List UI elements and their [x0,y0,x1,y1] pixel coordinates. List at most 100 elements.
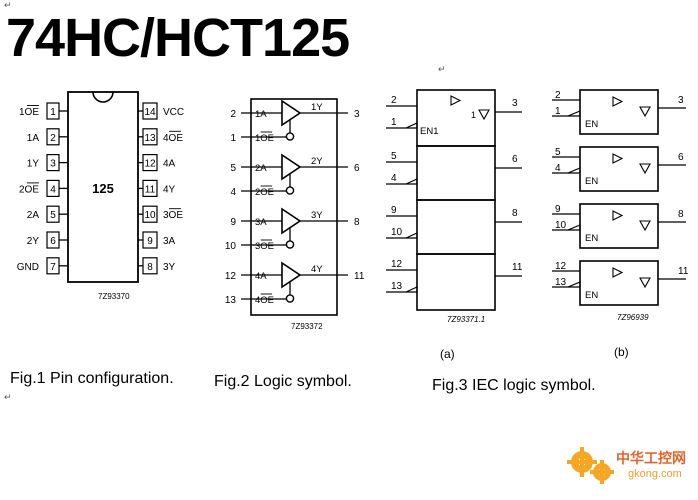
active-low-indicator-icon [567,110,581,117]
iec-b-en-label: EN [585,176,598,187]
gate-oe-pin-number: 10 [225,241,237,252]
iec-b-en-label: EN [585,233,598,244]
gate-oe-label: 3OE [255,241,274,252]
gate-a-pin-number: 9 [230,217,236,228]
active-low-indicator-icon [405,178,418,185]
gate-oe-label: 2OE [255,187,274,198]
iec-b-enable-pin: 10 [555,220,567,231]
buffer-triangle-icon [281,207,302,235]
fig3b-label: (b) [614,345,629,359]
iec-a-out-label: 1 [471,110,476,120]
dip-pin-name-right: 3A [163,236,176,247]
tristate-output-icon [639,163,651,175]
dip-pin-name-left: 2Y [27,236,40,247]
return-mark-bottom: ↵ [4,392,12,402]
iec-a-section [416,145,496,201]
gate-oe-label: 4OE [255,295,274,306]
gate-oe-pin-number: 13 [225,295,237,306]
dip-pin-number-left: 4 [50,184,56,195]
fig1-code: 7Z93370 [98,292,130,301]
dip-pin-name-left: 2A [27,210,40,221]
iec-b-enable-pin: 13 [555,277,567,288]
gate-a-pin-number: 5 [230,163,236,174]
gate-a-pin-number: 2 [230,109,236,120]
buffer-triangle-icon [281,99,302,127]
inversion-bubble-icon [285,186,295,195]
iec-b-input-pin: 9 [555,204,561,215]
iec-b-en-label: EN [585,119,598,130]
dip-pin-number-right: 13 [144,133,156,144]
active-low-indicator-icon [567,281,581,288]
dip-pin-number-left: 2 [50,133,56,144]
fig3-caption: Fig.3 IEC logic symbol. [432,377,596,394]
iec-a-input-pin: 9 [391,205,397,216]
iec-a-output-pin: 8 [512,208,518,219]
dip-pin-number-right: 8 [147,262,153,273]
iec-buffer-icon [612,96,624,107]
iec-a-input-pin: 12 [391,259,403,270]
dip-pin-name-right: 3OE [163,210,183,221]
logic-symbol-box [250,98,338,316]
iec-a-output-pin: 3 [512,98,518,109]
iec-b-output-pin: 11 [678,266,689,277]
iec-a-output-pin: 11 [512,262,523,273]
iec-a-en-label: EN1 [420,126,438,137]
fig2-code: 7Z93372 [291,322,323,331]
gate-y-label: 1Y [311,102,323,113]
gate-oe-label: 1OE [255,133,274,144]
tristate-output-icon [639,106,651,118]
iec-a-output-pin: 6 [512,154,518,165]
inversion-bubble-icon [285,240,295,249]
gate-a-label: 2A [255,163,267,174]
gate-a-label: 1A [255,109,267,120]
dip-pin-number-right: 9 [147,236,153,247]
gate-a-pin-number: 12 [225,271,237,282]
active-low-indicator-icon [405,232,418,239]
gate-y-pin-number: 8 [354,217,360,228]
active-low-indicator-icon [567,224,581,231]
fig2-caption: Fig.2 Logic symbol. [214,373,352,390]
buffer-triangle-icon [281,261,302,289]
dip-pin-number-left: 5 [50,210,56,221]
dip-pin-number-left: 7 [50,262,56,273]
gate-y-label: 2Y [311,156,323,167]
iec-buffer-icon [612,210,624,221]
dip-pin-number-right: 14 [144,107,156,118]
dip-pin-number-right: 10 [144,210,156,221]
dip-pin-name-right: 3Y [163,262,176,273]
iec-b-enable-pin: 4 [555,163,561,174]
dip-pin-name-right: 4A [163,159,176,170]
inversion-bubble-icon [285,132,295,141]
active-low-indicator-icon [405,122,418,129]
chip-label: 125 [92,181,114,196]
fig3b-code: 7Z96939 [617,313,649,322]
watermark-url: gkong.com [628,468,682,480]
gate-oe-pin-number: 4 [230,187,236,198]
dip-pin-name-right: 4OE [163,133,183,144]
dip-pin-name-right: VCC [163,107,184,118]
gate-y-pin-number: 6 [354,163,360,174]
gate-y-pin-number: 11 [354,271,365,282]
iec-a-enable-pin: 4 [391,173,397,184]
gate-y-label: 4Y [311,264,323,275]
iec-a-enable-pin: 13 [391,281,403,292]
iec-buffer-icon [612,267,624,278]
iec-a-section [416,253,496,311]
watermark-gears-icon [566,442,618,491]
iec-b-output-pin: 8 [678,209,684,220]
inversion-bubble-icon [285,294,295,303]
iec-b-enable-pin: 1 [555,106,561,117]
gate-y-label: 3Y [311,210,323,221]
dip-pin-name-left: 1OE [19,107,39,118]
tristate-output-icon [639,220,651,232]
active-low-indicator-icon [405,286,418,293]
fig1-caption: Fig.1 Pin configuration. [10,370,174,387]
return-mark: ↵ [438,64,446,74]
dip-pin-number-right: 11 [145,184,156,195]
tristate-output-icon [639,277,651,289]
fig3a-label: (a) [440,347,455,361]
iec-a-input-pin: 2 [391,95,397,106]
fig3a-code: 7Z93371.1 [447,315,485,324]
tristate-output-icon [478,109,490,121]
iec-b-en-label: EN [585,290,598,301]
